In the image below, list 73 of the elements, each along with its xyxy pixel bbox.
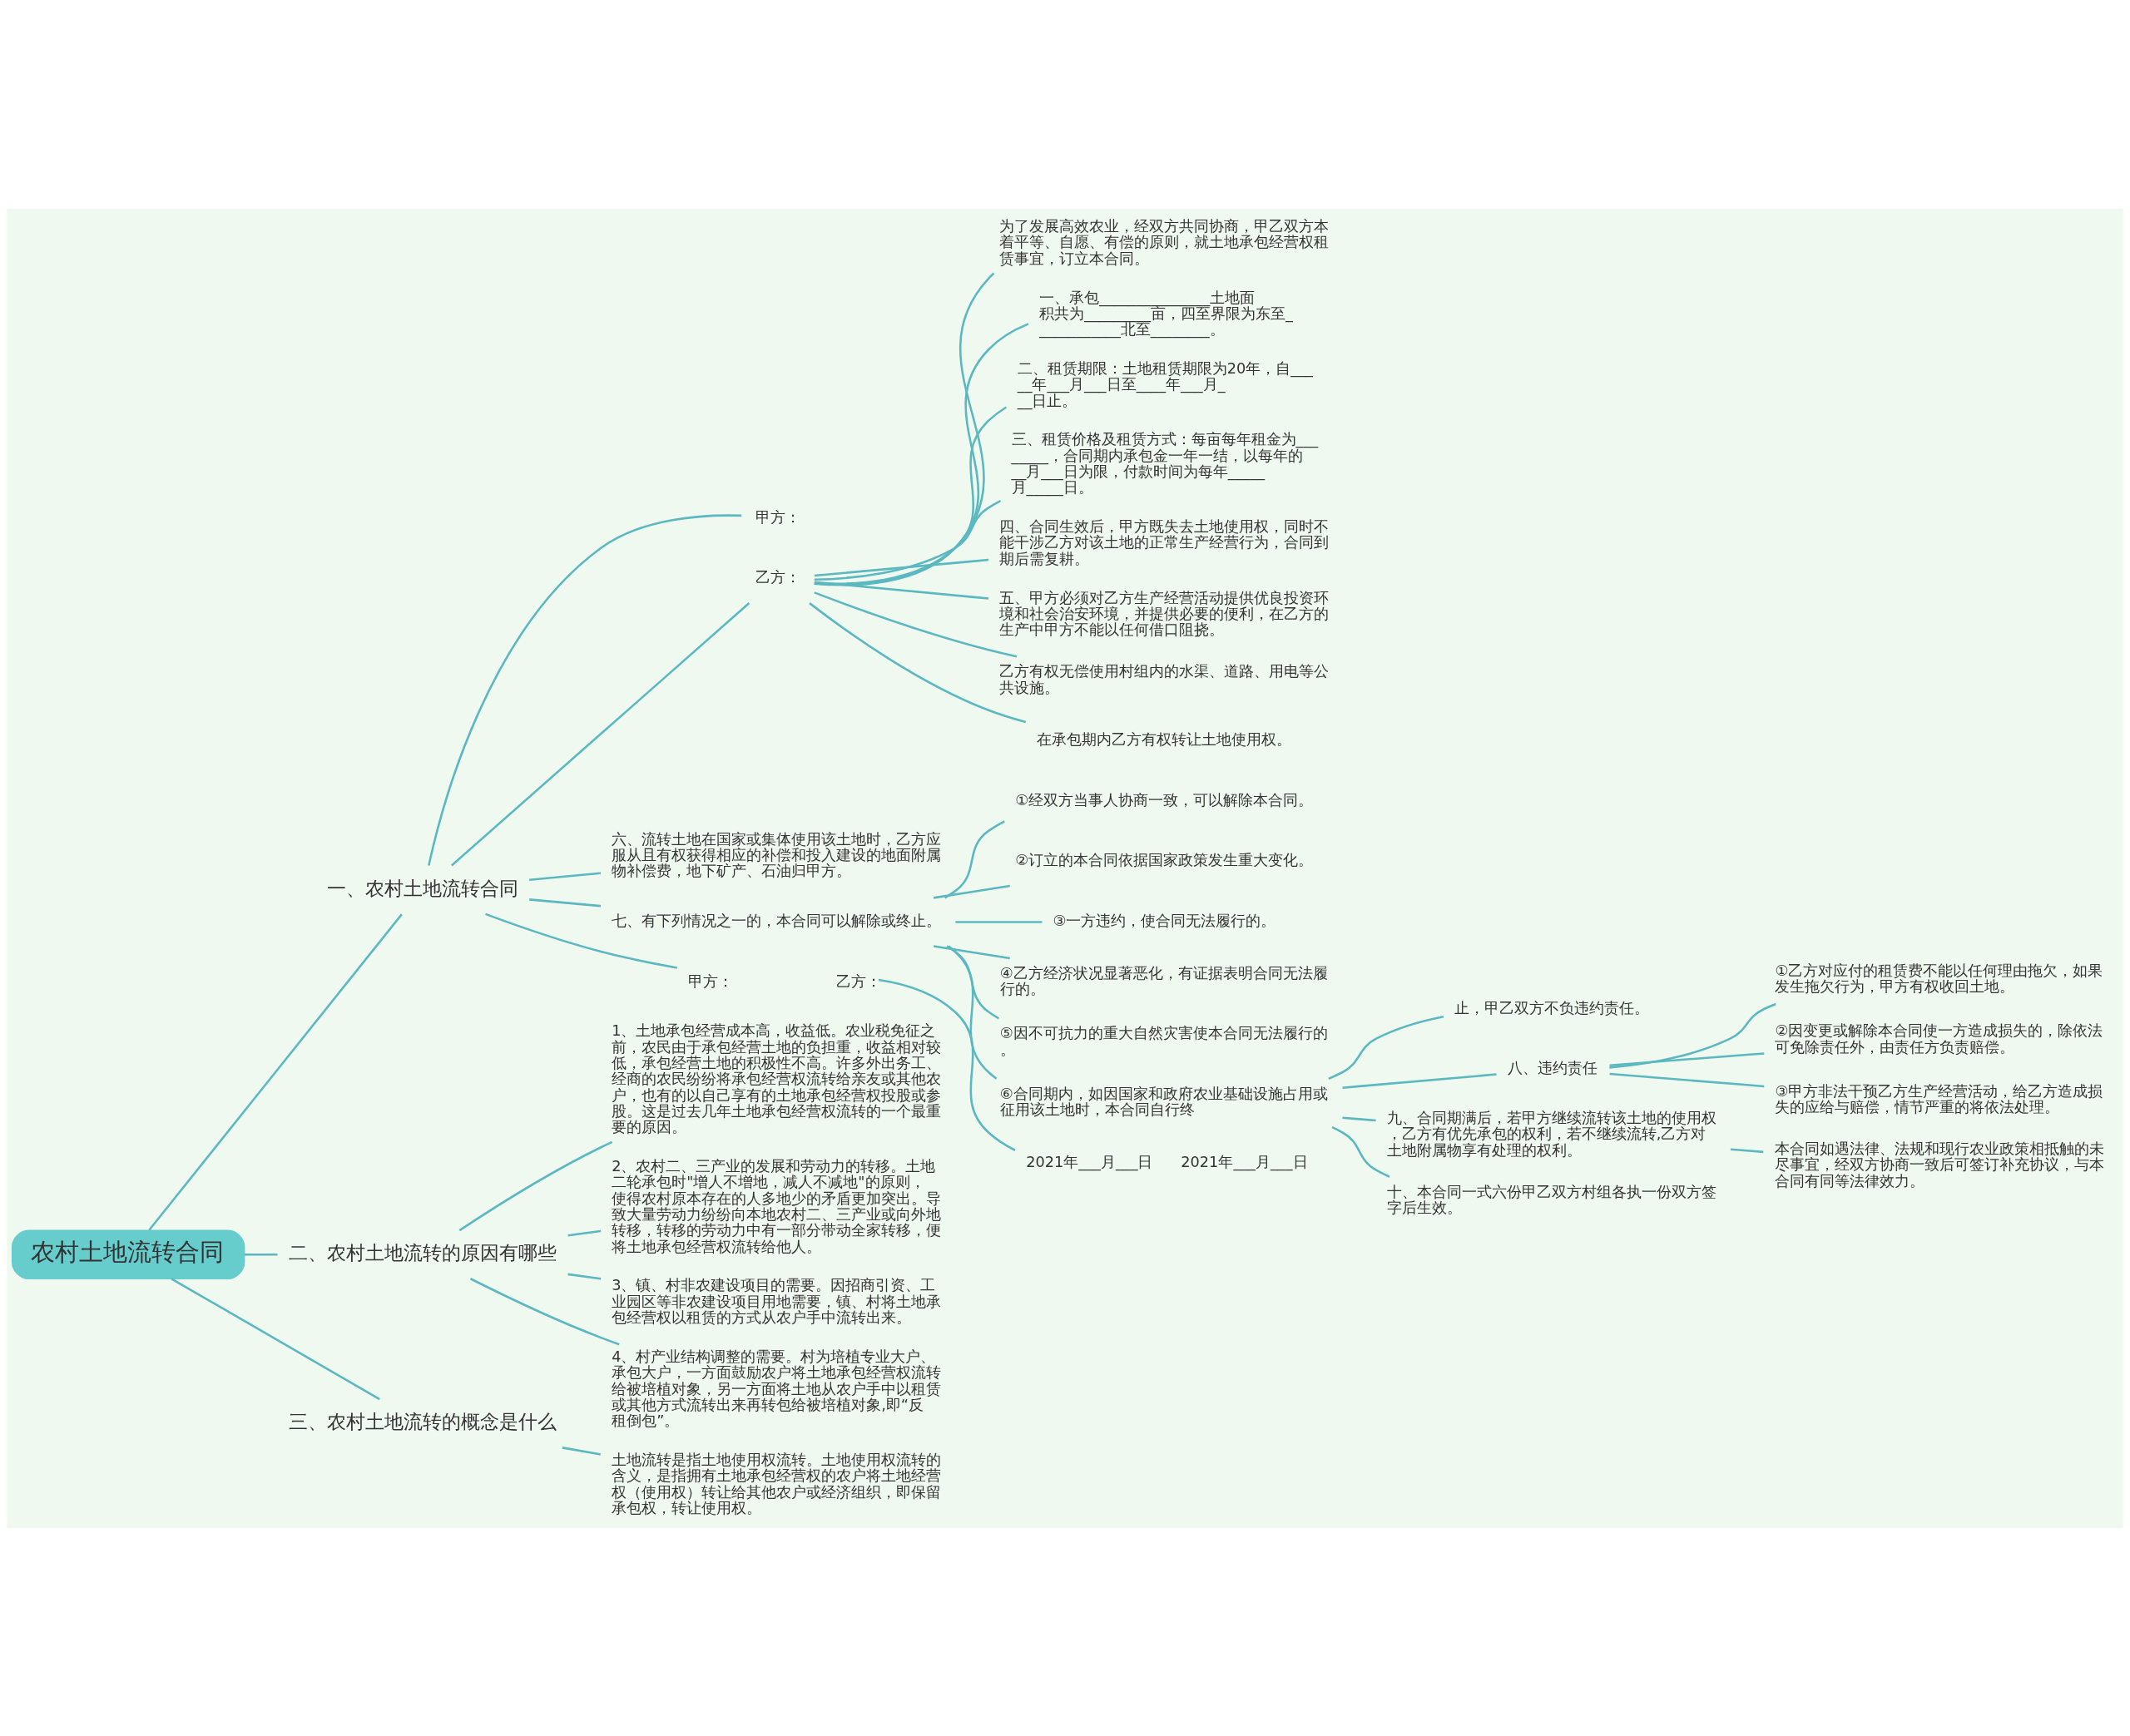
connector <box>1331 1125 1390 1178</box>
connector <box>567 1273 602 1280</box>
connector <box>469 1277 620 1345</box>
connector <box>948 945 998 1080</box>
connector <box>171 1277 380 1400</box>
node-text: ③甲方非法干预乙方生产经营活动，给乙方造成损失的应给与赔偿，情节严重的将依法处理。 <box>1775 1082 2103 1115</box>
node-text: 八、违约责任 <box>1507 1059 1598 1076</box>
node-text: ⑥合同期内，如因国家和政府农业基础设施占用或征用该土地时，本合同自行终 <box>999 1085 1328 1118</box>
node-text: ①乙方对应付的租赁费不能以任何理由拖欠，如果发生拖欠行为，甲方有权收回土地。 <box>1775 962 2103 995</box>
node-text: 三、农村土地流转的概念是什么 <box>288 1410 557 1432</box>
connector <box>458 1140 613 1231</box>
connector <box>814 581 989 600</box>
node-text: 乙方有权无偿使用村组内的水渠、道路、用电等公共设施。 <box>999 662 1330 696</box>
node-text: ②因变更或解除本合同使一方造成损失的，除依法可免除责任外，由责任方负责赔偿。 <box>1775 1021 2103 1055</box>
connector <box>1609 1072 1765 1087</box>
node-text: 七、有下列情况之一的，本合同可以解除或终止。 <box>612 912 942 929</box>
node-text: 1、土地承包经营成本高，收益低。农业税免征之前，农民由于承包经营土地的负担重，收益相对较低，承包经营土地的积极性不高。许多外出务工、经商的农民纷纷将承包经营权流转给亲友或其他农户，也有的以自己享有的土地承包经营权投股或参股。这是过去几年土地承包经营权流转的一个最重要的原因。 <box>612 1021 942 1135</box>
node-text: 乙方： <box>755 568 800 586</box>
node-text: ②订立的本合同依据国家政策发生重大变化。 <box>1015 851 1314 868</box>
connector <box>944 819 1005 898</box>
node-text: ④乙方经济状况显著恶化，有证据表明合同无法履行的。 <box>999 964 1328 997</box>
node-text: 止，甲乙双方不负违约责任。 <box>1454 999 1650 1016</box>
connector <box>946 944 1000 1019</box>
connector <box>933 944 1010 959</box>
node-text: 土地流转是指土地使用权流转。土地使用权流转的含义，是指拥有土地承包经营权的农户将土地经营权（使用权）转让给其他农户或经济组织，即保留承包权，转让使用权。 <box>612 1451 942 1516</box>
connector <box>148 913 403 1231</box>
connector <box>1730 1147 1764 1153</box>
connector <box>1609 1002 1776 1069</box>
node-text: 二、农村土地流转的原因有哪些 <box>288 1241 557 1264</box>
connector <box>529 898 601 907</box>
node-text: 一、承包_______________土地面积共为_________亩，四至界限为东至____________北至________。 <box>1039 289 1293 338</box>
node-text: 二、租赁期限：土地租赁期限为20年，自_____年___月___日至____年___月___日止。 <box>1017 359 1313 409</box>
connector <box>809 601 1027 723</box>
node-text: ③一方违约，使合同无法履行的。 <box>1053 912 1276 929</box>
connector <box>814 558 989 576</box>
node-text: 四、合同生效后，甲方既失去土地使用权，同时不能干涉乙方对该土地的正常生产经营行为，合同到期后需复耕。 <box>999 517 1330 567</box>
node-text: 五、甲方必须对乙方生产经营活动提供优良投资环境和社会治安环境，并提供必要的便利，在乙方的生产中甲方不能以任何借口阻挠。 <box>999 589 1330 638</box>
node-text: 2021年___月___日 2021年___月___日 <box>1026 1153 1308 1170</box>
connector <box>814 405 1008 585</box>
connector <box>814 272 995 586</box>
connector <box>814 499 1002 581</box>
connector <box>933 884 1010 899</box>
node-text: 在承包期内乙方有权转让土地使用权。 <box>1037 730 1292 748</box>
connector <box>1342 1115 1376 1121</box>
connector <box>1328 1015 1444 1080</box>
node-text: 甲方： <box>755 508 800 526</box>
node-text: 九、合同期满后，若甲方继续流转该土地的使用权，乙方有优先承包的权利，若不继续流转,乙方对土地附属物享有处理的权利。 <box>1386 1109 1716 1159</box>
connector <box>955 920 1043 923</box>
node-text: 三、租赁价格及租赁方式：每亩每年租金为________，合同期内承包金一年一结，以每年的__月___日为限，付款时间为每年_____月_____日。 <box>1011 430 1319 496</box>
node-text: 3、镇、村非农建设项目的需要。因招商引资、工业园区等非农建设项目用地需要，镇、村将土地承包经营权以租赁的方式从农户手中流转出来。 <box>612 1276 942 1326</box>
node-text: 2、农村二、三产业的发展和劳动力的转移。土地二轮承包时"增人不增地，减人不减地"的原则，使得农村原本存在的人多地少的矛盾更加突出。导致大量劳动力纷纷向本地农村二、三产业或向外地转移，转移的劳动力中有一部分带动全家转移，便将土地承包经营权流转给他人。 <box>612 1157 942 1255</box>
node-text: 一、农村土地流转合同 <box>326 877 518 899</box>
node-text: ⑤因不可抗力的重大自然灾害使本合同无法履行的。 <box>999 1024 1328 1058</box>
connector <box>485 913 678 969</box>
connector <box>1342 1072 1497 1089</box>
connector <box>529 871 601 881</box>
node-box: 农村土地流转合同 <box>11 1229 245 1279</box>
node-text: 十、本合同一式六份甲乙双方村组各执一份双方签字后生效。 <box>1386 1183 1716 1216</box>
connector <box>244 1253 278 1255</box>
connector <box>562 1446 601 1456</box>
node-text: 本合同如遇法律、法规和现行农业政策相抵触的未尽事宜，经双方协商一致后可签订补充协议，与本合同有同等法律效力。 <box>1774 1140 2104 1189</box>
connector <box>567 1229 602 1236</box>
node-text: 六、流转土地在国家或集体使用该土地时，乙方应服从且有权获得相应的补偿和投入建设的地面附属物补偿费，地下矿产、石油归甲方。 <box>612 830 942 879</box>
node-text: ①经双方当事人协商一致，可以解除本合同。 <box>1015 791 1314 809</box>
connector <box>450 601 750 866</box>
connector <box>428 513 742 866</box>
node-text: 甲方： 乙方： <box>688 972 882 990</box>
connector <box>1609 1051 1765 1066</box>
node-text: 4、村产业结构调整的需要。村为培植专业大户、承包大户，一方面鼓励农户将土地承包经营权流转给被培植对象，另一方面将土地从农户手中以租赁或其他方式流转出来再转包给被培植对象,即“反租倒包”。 <box>612 1348 942 1429</box>
connector <box>814 591 1018 658</box>
connector <box>814 322 1029 586</box>
node-text: 为了发展高效农业，经双方共同协商，甲乙双方本着平等、自愿、有偿的原则，就土地承包经营权租赁事宜，订立本合同。 <box>999 217 1330 267</box>
connector <box>878 978 1016 1151</box>
